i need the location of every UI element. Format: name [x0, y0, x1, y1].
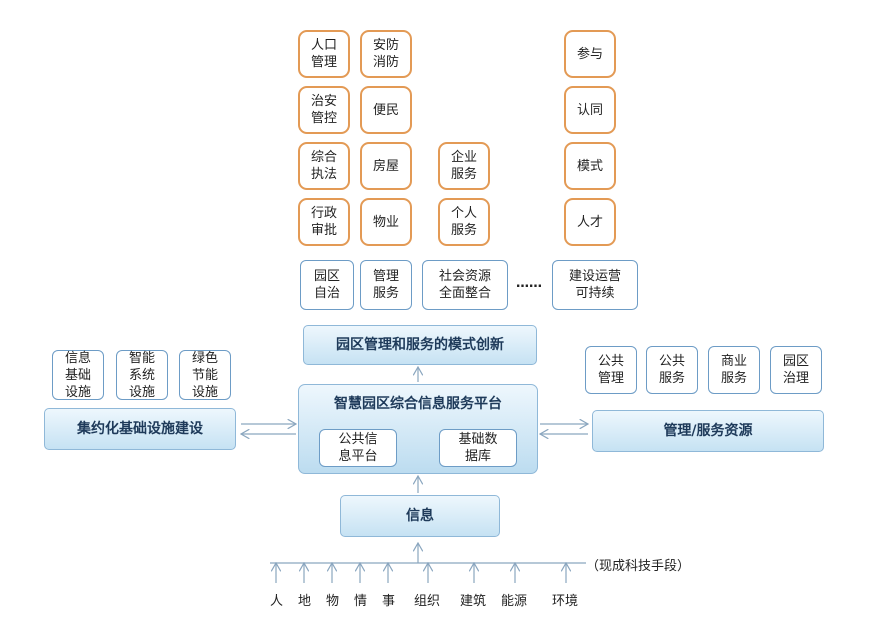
info-box: 信息 — [340, 495, 500, 537]
box-qiye: 企业 服务 — [438, 142, 490, 190]
category-shehui-ziyuan: 社会资源 全面整合 — [422, 260, 508, 310]
left-item-xinxi: 信息 基础 设施 — [52, 350, 104, 400]
right-item-shangye-fuwu: 商业 服务 — [708, 346, 760, 394]
right-item-yuanqu-zhili: 园区 治理 — [770, 346, 822, 394]
source-di: 地 — [298, 594, 312, 609]
right-item-gonggong-fuwu: 公共 服务 — [646, 346, 698, 394]
box-moshi: 模式 — [564, 142, 616, 190]
right-title-box: 管理/服务资源 — [592, 410, 824, 452]
ellipsis: …… — [516, 276, 542, 291]
source-ren: 人 — [270, 594, 284, 609]
left-title-box: 集约化基础设施建设 — [44, 408, 236, 450]
box-geren: 个人 服务 — [438, 198, 490, 246]
box-xingzheng: 行政 审批 — [298, 198, 350, 246]
base-database: 基础数 据库 — [439, 429, 517, 467]
box-fangwu: 房屋 — [360, 142, 412, 190]
left-item-lvse: 绿色 节能 设施 — [179, 350, 231, 400]
source-huanjing: 环境 — [552, 594, 579, 609]
source-wu: 物 — [326, 594, 340, 609]
platform-title: 智慧园区综合信息服务平台 — [334, 396, 502, 412]
box-wuye: 物业 — [360, 198, 412, 246]
source-shi: 事 — [382, 594, 396, 609]
source-zuzhi: 组织 — [414, 594, 441, 609]
box-rencai: 人才 — [564, 198, 616, 246]
box-anfang: 安防 消防 — [360, 30, 412, 78]
tech-note: （现成科技手段） — [586, 559, 691, 574]
left-item-zhineng: 智能 系统 设施 — [116, 350, 168, 400]
platform-box: 智慧园区综合信息服务平台 公共信 息平台 基础数 据库 — [298, 384, 538, 474]
box-canyu: 参与 — [564, 30, 616, 78]
mode-innovation-box: 园区管理和服务的模式创新 — [303, 325, 537, 365]
category-guanli-fuwu: 管理 服务 — [360, 260, 412, 310]
source-qing: 情 — [354, 594, 368, 609]
box-zhian: 治安 管控 — [298, 86, 350, 134]
box-zonghe: 综合 执法 — [298, 142, 350, 190]
box-bianmin: 便民 — [360, 86, 412, 134]
source-jianzhu: 建筑 — [460, 594, 487, 609]
public-info-platform: 公共信 息平台 — [319, 429, 397, 467]
box-rentong: 认同 — [564, 86, 616, 134]
source-nengyuan: 能源 — [501, 594, 528, 609]
category-jianshe-yunying: 建设运营 可持续 — [552, 260, 638, 310]
category-yuanqu-zizhi: 园区 自治 — [300, 260, 354, 310]
box-renkou: 人口 管理 — [298, 30, 350, 78]
right-item-gonggong-guanli: 公共 管理 — [585, 346, 637, 394]
